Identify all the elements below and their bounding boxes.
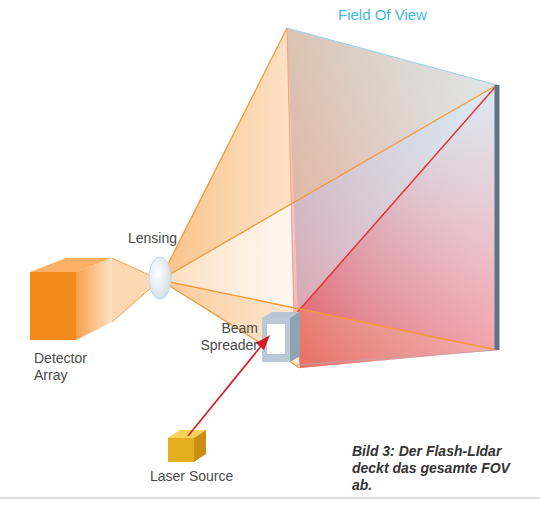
lens [149, 257, 171, 299]
part-label: Laser Source [150, 468, 260, 485]
detector-array [30, 258, 112, 340]
part-label: Detector Array [34, 350, 104, 384]
part-label: Lensing [128, 230, 198, 247]
fov-edge [495, 85, 500, 350]
figure-caption: Bild 3: Der Flash-LIdar deckt das gesamt… [352, 443, 532, 494]
fov-edge [297, 350, 497, 365]
fov-edge [287, 28, 497, 85]
bottom-rule [0, 498, 540, 499]
part-label: Beam Spreader [190, 320, 258, 354]
receive-rays [160, 28, 497, 368]
laser-source [168, 430, 206, 462]
receive-cone [160, 280, 497, 368]
fov-label: Field Of View [338, 6, 498, 23]
